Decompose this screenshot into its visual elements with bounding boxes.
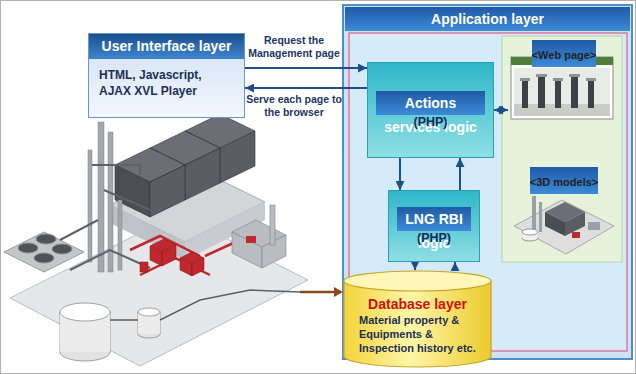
node-title: <Web page> [532,40,597,67]
plant-illustration [118,200,122,270]
plant-illustration [4,232,84,272]
node-title: <3D models> [530,167,598,194]
logic-box: Actions services logic(PHP) [367,62,494,158]
connector-label: Serve each page to the browser [245,93,343,118]
cylinder-top [344,271,491,291]
node-title: User Interface layer [89,34,244,59]
plant-illustration [98,122,104,272]
plant-illustration [232,232,262,268]
connector-arrow [399,158,401,190]
plant-illustration [10,214,308,366]
data-feed-arrow [300,287,343,297]
plant-illustration [4,114,308,366]
webpage-image [536,74,547,77]
model-image [539,202,542,232]
model-image [522,229,538,235]
models-panel: <3D models> [508,165,620,260]
plant-illustration [88,122,122,272]
plant-illustration [52,244,72,254]
connector-arrow [245,67,367,69]
node-title: Application layer [345,7,630,31]
model-image [588,222,600,230]
data-feed-arrow [334,287,343,297]
webpage-image [514,104,610,116]
logic-box: LNG RBI logic(PHP) [388,190,480,262]
node-body: Material property & Equipments & Inspect… [343,312,492,359]
plant-illustration [192,258,204,276]
plant-illustration [130,236,240,275]
plant-illustration [140,239,204,276]
plant-illustration [60,165,150,270]
plant-illustration [88,150,92,262]
plant-illustration [140,262,148,272]
node-title: Database layer [343,270,492,312]
plant-illustration [232,205,286,268]
plant-illustration [60,303,160,361]
plant-illustration [140,258,210,275]
plant-illustration [60,220,98,240]
webpage-image [569,74,580,77]
plant-illustration [138,308,160,316]
plant-illustration [60,303,110,321]
connector-arrow [245,87,367,89]
database-cylinder: Database layerMaterial property & Equipm… [343,270,492,368]
webpage-image [538,76,545,108]
plant-illustration [18,243,38,253]
plant-illustration [180,258,192,276]
plant-illustration [150,246,162,266]
webpage-image [522,80,528,108]
plant-illustration [104,190,150,210]
plant-illustration [162,245,176,266]
connector-arrow [459,158,461,190]
webpage-image [514,68,610,116]
plant-illustration [92,165,140,175]
model-image [532,196,536,232]
plant-illustration [246,236,256,243]
plant-illustration [160,290,300,320]
connector-arrow [454,262,456,270]
webpage-image [553,78,563,81]
plant-illustration [110,290,300,320]
webpage-image [571,76,578,108]
connector-label: Request the Management page [245,34,343,59]
model-image [545,212,565,236]
webpage-image [555,80,561,108]
data-feed-arrow [300,291,336,294]
cylinder-body [344,281,491,367]
node-title: Actions services logic [376,91,485,115]
plant-illustration [34,253,54,263]
plant-illustration [220,131,255,183]
webpage-panel: <Web page> [508,38,620,128]
connector-arrow [494,109,508,111]
webpage-image [588,80,594,108]
node-body: HTML, Javascript, AJAX XVL Player [89,59,244,105]
plant-illustration [270,205,275,245]
connector-arrow [414,262,416,270]
node-body: (PHP) [417,231,451,247]
model-image [514,196,614,254]
node-title: LNG RBI logic [397,207,471,231]
plant-illustration [185,148,220,200]
plant-illustration [150,165,185,217]
application-background [502,36,622,262]
webpage-image [522,76,594,108]
plant-illustration [70,250,150,270]
webpage-image [586,78,596,81]
node-body: (PHP) [413,115,447,131]
webpage-image [520,74,596,81]
plant-illustration [36,234,56,244]
plant-illustration [110,319,138,321]
interface-layer: User Interface layerHTML, Javascript, AJ… [88,33,245,118]
model-image [572,232,580,238]
webpage-image [520,78,530,81]
model-image [514,200,614,254]
